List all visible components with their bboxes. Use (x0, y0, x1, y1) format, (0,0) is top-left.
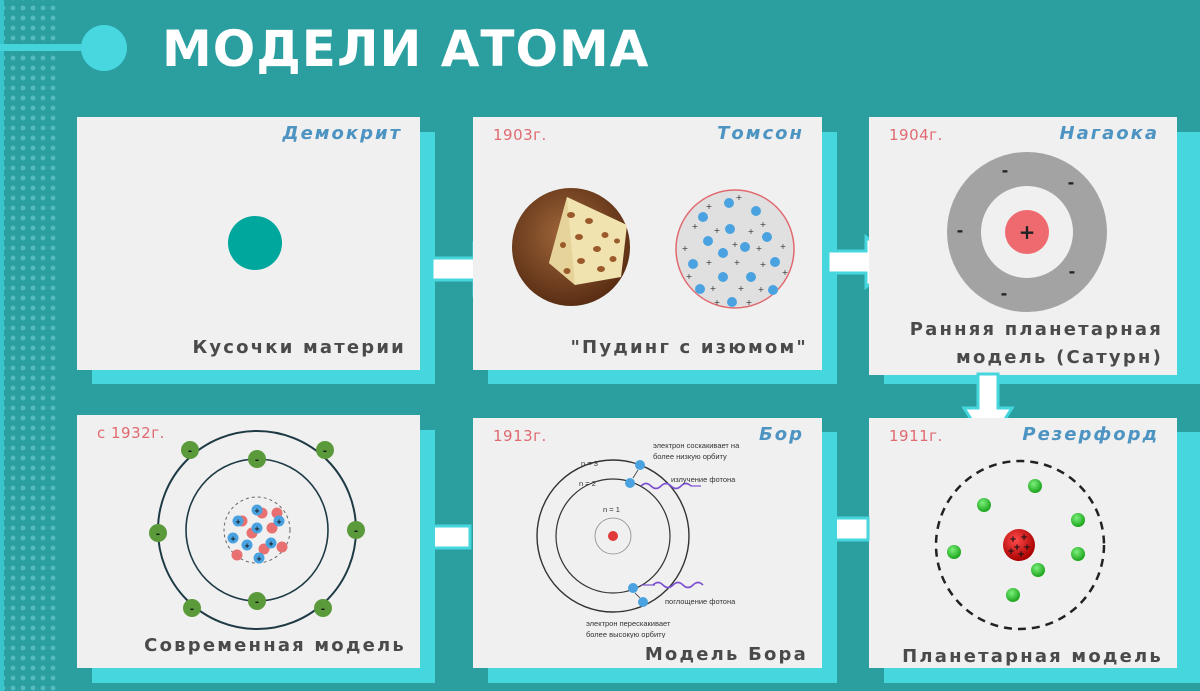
year-label: 1904г. (889, 126, 943, 144)
svg-text:+: + (758, 285, 765, 294)
svg-text:+: + (230, 535, 236, 543)
card-modern: с 1932г. + + + + + + + + - - - - (77, 415, 420, 668)
scientist-name: Бор (759, 424, 804, 445)
scientist-name: Нагаока (1059, 123, 1159, 144)
shell-model-icon: + + + + + + + + - - - - - - - - (149, 430, 365, 630)
card-bohr: 1913г. Бор n = 3 n = 2 n = 1 электрон со… (473, 418, 822, 668)
svg-text:+: + (244, 542, 250, 550)
svg-text:+: + (254, 507, 260, 515)
svg-text:-: - (1002, 161, 1009, 180)
svg-text:электрон соскакивает на: электрон соскакивает на (653, 441, 740, 450)
svg-text:n = 3: n = 3 (581, 459, 598, 468)
svg-text:+: + (748, 227, 755, 236)
svg-text:+: + (276, 518, 282, 526)
year-label: 1903г. (493, 126, 547, 144)
svg-text:+: + (760, 260, 767, 269)
svg-text:+: + (706, 258, 713, 267)
svg-text:+: + (1007, 547, 1015, 557)
svg-text:+: + (1019, 220, 1036, 244)
card-caption: Кусочки материи (192, 337, 406, 358)
svg-text:электрон перескакивает: электрон перескакивает (586, 619, 671, 628)
svg-text:+: + (782, 268, 789, 277)
svg-text:-: - (1001, 284, 1008, 303)
svg-text:+: + (1013, 543, 1021, 553)
year-label: 1913г. (493, 427, 547, 445)
svg-text:+: + (760, 220, 767, 229)
solid-sphere-icon (228, 216, 282, 270)
svg-text:+: + (1020, 533, 1028, 543)
scientist-name: Томсон (717, 123, 804, 144)
svg-text:+: + (256, 555, 262, 563)
left-accent-bar (0, 0, 4, 691)
svg-text:+: + (714, 226, 721, 235)
card-caption-line1: Ранняя планетарная (909, 319, 1163, 340)
scientist-name: Демокрит (282, 123, 402, 144)
svg-text:излучение фотона: излучение фотона (671, 475, 736, 484)
saturn-model-icon: + - - - - - (947, 152, 1107, 312)
card-democritus: Демокрит Кусочки материи (77, 117, 420, 370)
svg-text:n = 1: n = 1 (603, 505, 620, 514)
svg-text:+: + (706, 202, 713, 211)
svg-text:+: + (756, 244, 763, 253)
title-bullet-circle (81, 25, 127, 71)
card-caption-line2: модель (Сатурн) (956, 347, 1163, 368)
title-connector-line (0, 44, 100, 51)
card-caption: "Пудинг с изюмом" (570, 337, 808, 358)
svg-text:+: + (235, 518, 241, 526)
svg-text:более низкую орбиту: более низкую орбиту (653, 452, 727, 461)
dot-pattern-decoration (4, 0, 56, 691)
card-nagaoka: 1904г. Нагаока + - - - - - Ранняя планет… (869, 117, 1177, 375)
svg-text:+: + (268, 540, 274, 548)
svg-text:+: + (734, 258, 741, 267)
svg-text:-: - (255, 597, 259, 608)
svg-text:+: + (254, 525, 260, 533)
svg-text:+: + (732, 240, 739, 249)
svg-text:-: - (255, 455, 259, 466)
card-caption: Планетарная модель (902, 646, 1163, 667)
svg-text:-: - (957, 221, 964, 240)
svg-text:более высокую орбиту: более высокую орбиту (586, 630, 666, 638)
svg-text:+: + (682, 244, 689, 253)
svg-text:+: + (1023, 543, 1031, 553)
card-thomson: 1903г. Томсон +++ +++ (473, 117, 822, 370)
pudding-cake-icon (512, 188, 630, 306)
svg-text:-: - (156, 529, 160, 540)
svg-text:n = 2: n = 2 (579, 479, 596, 488)
svg-text:+: + (692, 222, 699, 231)
year-label: с 1932г. (97, 424, 165, 442)
plum-pudding-model-icon: +++ +++ +++ +++ +++ +++ ++ (675, 189, 795, 309)
svg-text:-: - (1068, 173, 1075, 192)
card-caption: Современная модель (144, 635, 406, 656)
svg-text:+: + (714, 298, 721, 307)
svg-text:+: + (1017, 550, 1025, 560)
svg-text:+: + (738, 284, 745, 293)
svg-text:-: - (321, 604, 325, 615)
card-caption: Модель Бора (644, 644, 808, 665)
svg-text:+: + (780, 242, 787, 251)
svg-text:+: + (686, 272, 693, 281)
planetary-model-icon: ++++++ (934, 459, 1106, 631)
svg-text:поглощение фотона: поглощение фотона (665, 597, 736, 606)
scientist-name: Резерфорд (1022, 424, 1159, 445)
year-label: 1911г. (889, 427, 943, 445)
svg-text:-: - (1069, 262, 1076, 281)
card-rutherford: 1911г. Резерфорд ++++++ Планетарная моде… (869, 418, 1177, 668)
svg-text:+: + (736, 193, 743, 202)
svg-text:-: - (323, 446, 327, 457)
svg-text:-: - (190, 604, 194, 615)
svg-text:+: + (710, 284, 717, 293)
svg-text:-: - (354, 526, 358, 537)
svg-text:+: + (746, 298, 753, 307)
svg-text:+: + (1009, 535, 1017, 545)
bohr-model-diagram: n = 3 n = 2 n = 1 электрон соскакивает н… (536, 441, 740, 638)
svg-text:-: - (188, 446, 192, 457)
page-title: МОДЕЛИ АТОМА (162, 20, 650, 78)
